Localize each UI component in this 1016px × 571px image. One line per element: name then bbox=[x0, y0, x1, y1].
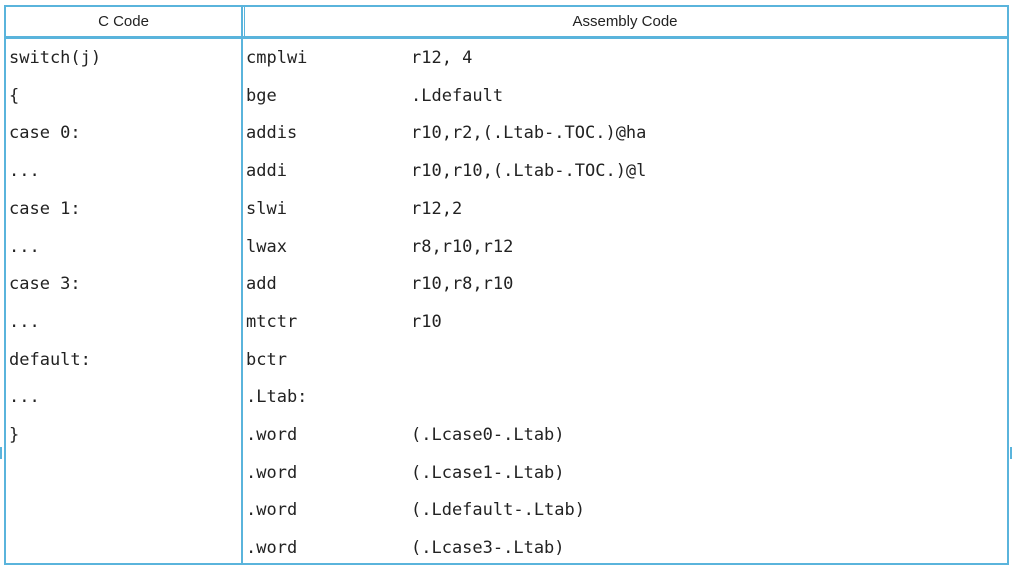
asm-operand-cell: r10,r2,(.Ltab-.TOC.)@ha bbox=[411, 123, 647, 144]
asm-operand-cell: r10,r8,r10 bbox=[411, 274, 514, 295]
c-code-cell: ... bbox=[9, 311, 40, 332]
asm-operand-cell: r10 bbox=[411, 311, 442, 332]
table-row: ... addi r10,r10,(.Ltab-.TOC.)@l bbox=[6, 155, 1007, 193]
left-edge-tick bbox=[0, 447, 2, 459]
table-row: case 0: addis r10,r2,(.Ltab-.TOC.)@ha bbox=[6, 117, 1007, 155]
assembly-code-header: Assembly Code bbox=[572, 13, 678, 30]
asm-opcode-cell: slwi bbox=[246, 198, 287, 219]
table-row: { bge .Ldefault bbox=[6, 80, 1007, 118]
table-row: } .word (.Lcase0-.Ltab) bbox=[6, 419, 1007, 457]
table-row: .word (.Lcase3-.Ltab) bbox=[6, 532, 1007, 570]
table-row: .word (.Lcase1-.Ltab) bbox=[6, 457, 1007, 495]
asm-opcode-cell: cmplwi bbox=[246, 48, 308, 68]
asm-operand-cell: r8,r10,r12 bbox=[411, 236, 514, 257]
table-row: case 1: slwi r12,2 bbox=[6, 193, 1007, 231]
asm-opcode-cell: addi bbox=[246, 161, 287, 182]
c-code-cell: case 1: bbox=[9, 198, 81, 219]
c-code-cell: } bbox=[9, 425, 20, 445]
table-row: ... lwax r8,r10,r12 bbox=[6, 231, 1007, 269]
c-code-cell: ... bbox=[9, 161, 40, 182]
asm-operand-cell: r12,2 bbox=[411, 198, 463, 219]
asm-opcode-cell: .Ltab: bbox=[246, 387, 308, 408]
c-code-cell: case 3: bbox=[9, 274, 81, 295]
asm-opcode-cell: .word bbox=[246, 500, 298, 521]
asm-opcode-cell: bctr bbox=[246, 349, 287, 370]
column-divider-inner bbox=[244, 7, 245, 38]
asm-opcode-cell: bge bbox=[246, 85, 277, 106]
c-code-cell: ... bbox=[9, 236, 40, 257]
table-row: ... mtctr r10 bbox=[6, 306, 1007, 344]
asm-opcode-cell: addis bbox=[246, 123, 298, 144]
asm-opcode-cell: lwax bbox=[246, 236, 287, 257]
c-code-cell: ... bbox=[9, 387, 40, 408]
asm-operand-cell: (.Lcase3-.Ltab) bbox=[411, 538, 565, 559]
asm-operand-cell: (.Lcase0-.Ltab) bbox=[411, 425, 565, 445]
asm-opcode-cell: .word bbox=[246, 425, 298, 445]
asm-opcode-cell: mtctr bbox=[246, 311, 298, 332]
column-divider bbox=[241, 7, 243, 563]
right-edge-tick bbox=[1010, 447, 1012, 459]
c-code-cell: case 0: bbox=[9, 123, 81, 144]
table-row: ... .Ltab: bbox=[6, 381, 1007, 419]
code-comparison-table: C Code Assembly Code switch(j) cmplwi r12,… bbox=[4, 5, 1009, 565]
asm-opcode-cell: add bbox=[246, 274, 277, 295]
asm-operand-cell: .Ldefault bbox=[411, 85, 504, 106]
asm-opcode-cell: .word bbox=[246, 538, 298, 559]
asm-operand-cell: r12, 4 bbox=[411, 48, 473, 68]
asm-operand-cell: (.Ldefault-.Ltab) bbox=[411, 500, 585, 521]
c-code-header: C Code bbox=[98, 13, 149, 30]
c-code-cell: default: bbox=[9, 349, 91, 370]
table-row: switch(j) cmplwi r12, 4 bbox=[6, 42, 1007, 80]
asm-opcode-cell: .word bbox=[246, 462, 298, 483]
asm-operand-cell: (.Lcase1-.Ltab) bbox=[411, 462, 565, 483]
table-row: default: bctr bbox=[6, 344, 1007, 382]
header-divider bbox=[6, 38, 1007, 39]
c-code-cell: { bbox=[9, 85, 20, 106]
c-code-cell: switch(j) bbox=[9, 48, 102, 68]
asm-operand-cell: r10,r10,(.Ltab-.TOC.)@l bbox=[411, 161, 647, 182]
table-row: .word (.Ldefault-.Ltab) bbox=[6, 494, 1007, 532]
table-header: C Code Assembly Code bbox=[6, 7, 1007, 38]
table-row: case 3: add r10,r8,r10 bbox=[6, 268, 1007, 306]
